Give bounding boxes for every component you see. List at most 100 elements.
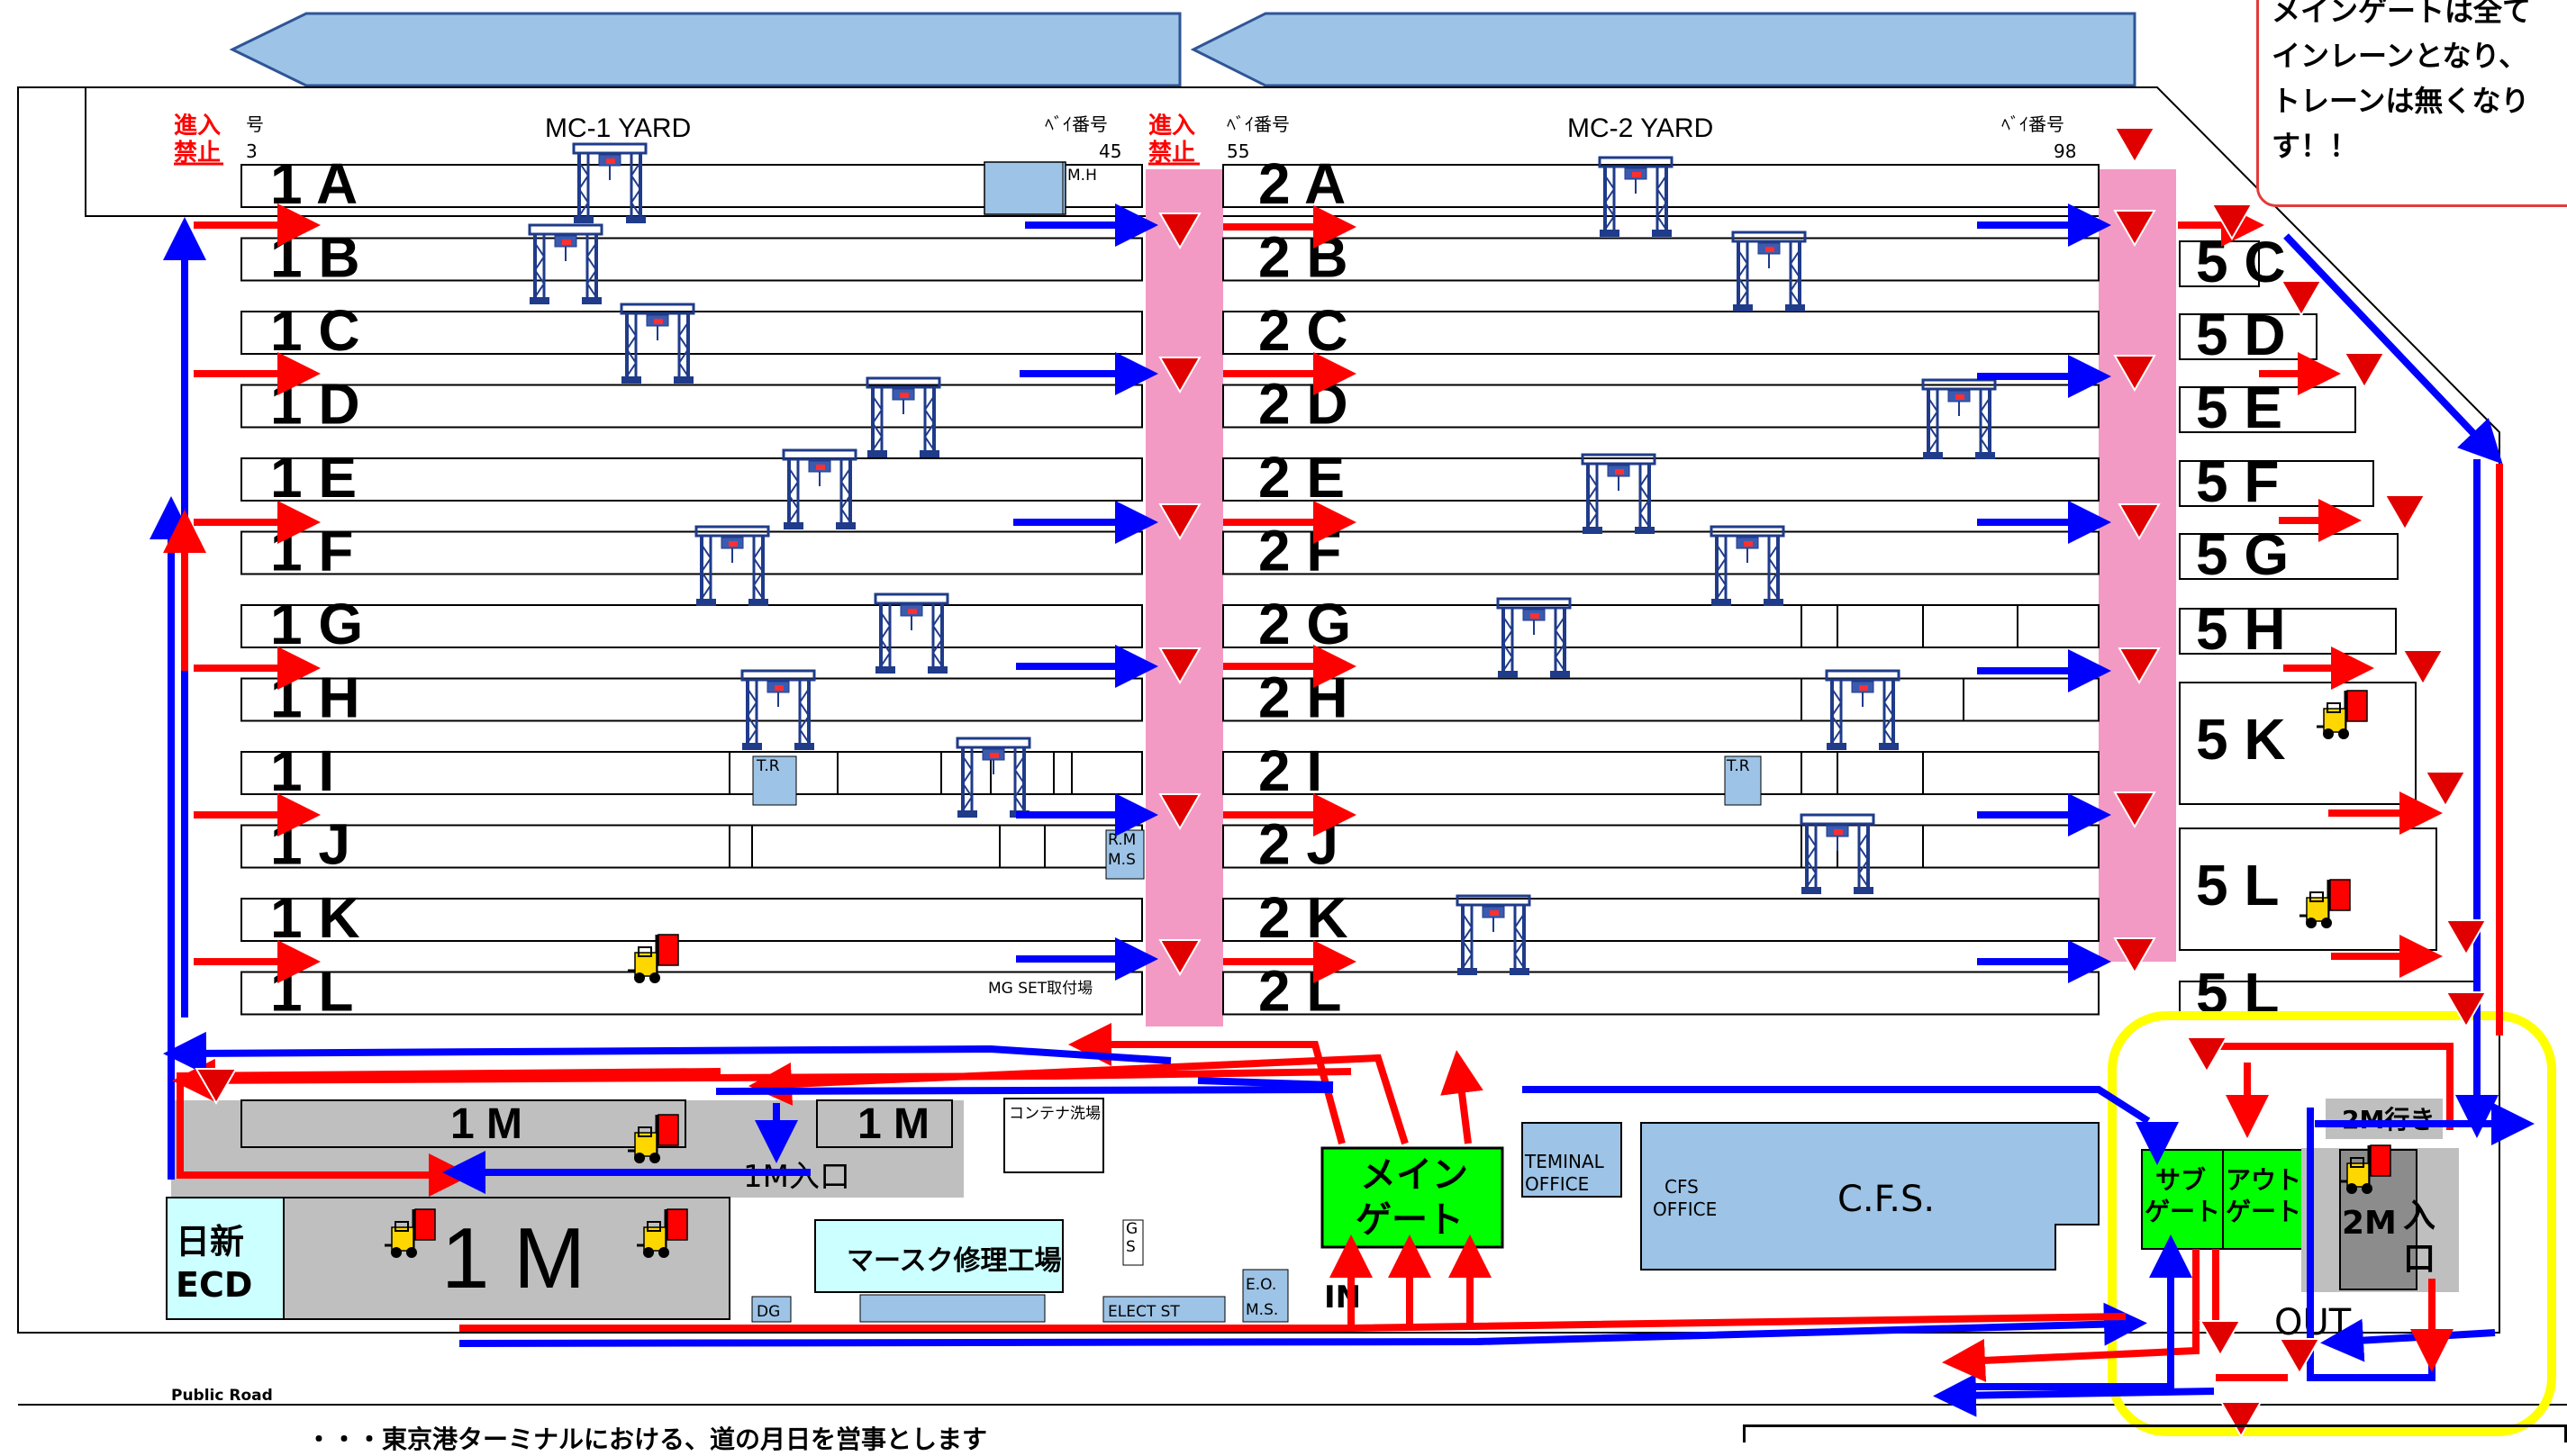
lane5-3 [2179,460,2374,507]
mc2-lane-7 [1222,677,2100,722]
mc1-lane-8 [240,751,1143,795]
mc1-bay-label-end: ﾍﾞｲ番号 [1045,113,1108,135]
container-wash-label: コンテナ洗場 [1009,1105,1101,1123]
gs-block [1122,1219,1144,1266]
mc1-no-entry-2: 禁止 [174,140,221,167]
mg-set-label: MG SET取付場 [988,980,1093,998]
mc1-lane-9 [240,824,1143,869]
mc2-lane-label: 2 E [1258,445,1345,510]
lane5-label: 5 C [2196,230,2286,294]
cfs-office-label-2: OFFICE [1653,1198,1717,1220]
m1-block-left [240,1099,686,1148]
mc2-lane-label: 2 B [1258,225,1348,290]
lane5-label: 5 L [2196,853,2279,918]
ecd-label: ECD [176,1265,252,1305]
lane5-label: 5 H [2196,597,2286,662]
mc2-lane-8 [1222,751,2100,795]
bottom-box [1743,1424,2567,1442]
tr-block-1 [752,755,797,806]
mh-label: M.H [1067,167,1097,185]
gate-highlight [2108,1011,2556,1436]
maersk-block [814,1219,1064,1293]
dg-block [751,1296,792,1323]
to-2m-block [2326,1099,2443,1139]
public-road-label: Public Road [171,1387,273,1405]
mc2-yard-title: MC-2 YARD [1567,113,1713,143]
terminal-office-label-2: OFFICE [1525,1173,1589,1195]
lane5-label: 5 E [2196,375,2282,440]
mc1-lane-label: 1 J [270,812,350,877]
lane5-6 [2179,682,2417,805]
sub-gate-label-2: ゲート [2145,1197,2220,1226]
mc2-bay-label-end: ﾍﾞｲ番号 [2001,113,2064,135]
mc1-lane-label: 1 A [270,151,358,216]
mc2-lane-label: 2 D [1258,372,1348,437]
out-gate-label-1: アウト [2226,1165,2301,1195]
notice-box: メインゲートは全て インレーンとなり、 トレーンは無くなり す！！ [2256,0,2567,207]
mc2-lane-1 [1222,237,2100,282]
mc1-lane-label: 1 I [270,738,334,803]
mc2-no-entry-2: 禁止 [1148,140,1195,167]
mc2-lane-label: 2 I [1258,738,1322,803]
mc1-lane-label: 1 K [270,885,360,950]
mc2-lanes: 2 A2 B2 C2 D2 E2 F2 G2 H2 I2 J2 K2 L [729,151,2100,1024]
tr-block-2 [1724,755,1762,806]
lane5-1 [2179,313,2318,360]
sub-gate-label-1: サブ [2155,1165,2206,1195]
pink-band-right [2099,169,2176,962]
lane5-label: 5 G [2196,522,2289,587]
mc1-bay-end: 45 [1099,140,1121,162]
mc2-lane-0 [1222,164,2100,208]
ship-left [229,12,1182,87]
mc2-lane-label: 2 J [1258,812,1338,877]
m1-block-right [816,1099,953,1148]
lanes-5: 5 C5 D5 E5 F5 G5 H5 K5 L5 L [2179,230,2478,1026]
terminal-office [1521,1122,1622,1198]
m1-entrance-label: 1M入口 [743,1159,850,1195]
mc1-lane-label: 1 C [270,298,360,363]
mc1-lane-label: 1 L [270,959,353,1024]
ms-label: M.S [1108,851,1136,869]
out-gate-label-2: ゲート [2226,1197,2301,1226]
elect-label: ELECT ST [1108,1303,1180,1321]
lane5-0 [2179,240,2260,287]
lane5-7 [2179,827,2437,951]
container-wash-block [1003,1098,1104,1173]
mc2-no-entry-1: 進入 [1148,113,1195,140]
mc1-lane-label: 1 D [270,372,360,437]
lane5-label: 5 D [2196,303,2286,367]
mc1-lane-3 [240,384,1143,429]
to-2m-label: 2M行き [2342,1105,2435,1135]
cfs-building [1640,1122,2100,1271]
out-gate [2222,1149,2305,1250]
rm-label: R.M [1108,831,1136,849]
tr-label-2: T.R [1726,757,1750,775]
mc1-bay-label: 号 [246,113,264,135]
nisshin-ecd-block [166,1197,285,1320]
mc2-lane-11 [1222,971,2100,1016]
cfs-office-label-1: CFS [1664,1176,1699,1198]
rm-ms-block [1105,829,1145,880]
mc1-lane-7 [240,677,1143,722]
tr-label-1: T.R [756,757,780,775]
eo-label: E.O. [1246,1276,1276,1294]
traffic-arrows [150,203,2535,1417]
mc2-lane-5 [1222,530,2100,575]
ms2-label: M.S. [1246,1301,1278,1319]
eo-ms-block [1242,1269,1289,1323]
terminal-office-label-1: TEMINAL [1524,1151,1605,1172]
mc2-lane-2 [1222,311,2100,355]
s-label: S [1126,1238,1136,1256]
mc2-bay-label: ﾍﾞｲ番号 [1227,113,1290,135]
in-label: IN [1324,1280,1361,1316]
m1-big-block [283,1197,730,1320]
maersk-label: マースク修理工場 [847,1245,1062,1277]
main-gate-label-2: ゲート [1356,1199,1464,1241]
mc1-lane-6 [240,604,1143,648]
mc2-lane-label: 2 K [1258,885,1348,950]
mc1-lanes: 1 A1 B1 C1 D1 E1 F1 G1 H1 I1 J1 K1 L [240,151,1143,1024]
mc2-lane-label: 2 F [1258,519,1341,583]
mc2-lane-label: 2 H [1258,665,1348,730]
dg-label: DG [757,1303,780,1321]
lane5-label: 5 F [2196,449,2279,514]
